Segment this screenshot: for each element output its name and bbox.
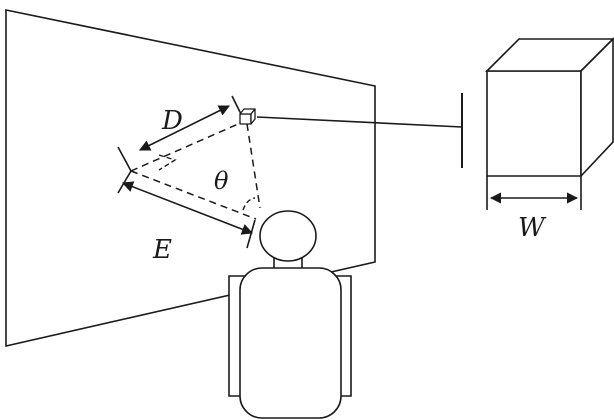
angle-mark-bottom [242, 197, 256, 211]
distance-e-arrow [121, 181, 254, 235]
camera-connector-line [256, 116, 463, 128]
projection-screen-wall [5, 9, 376, 348]
camera-cube-icon [239, 108, 256, 125]
label-theta: θ [214, 167, 229, 195]
viewer-body [239, 267, 342, 419]
display-box [485, 37, 614, 179]
label-w: W [518, 213, 547, 243]
viewer-eye-mark [246, 219, 256, 249]
label-e: E [152, 235, 172, 265]
distance-d-arrow [138, 105, 231, 151]
angle-mark-left [158, 154, 177, 171]
label-d: D [161, 106, 183, 136]
left-eye-mark [117, 146, 132, 194]
width-dimension [486, 176, 582, 210]
viewer-head [259, 210, 317, 262]
viewing-angle-triangle [130, 120, 261, 220]
